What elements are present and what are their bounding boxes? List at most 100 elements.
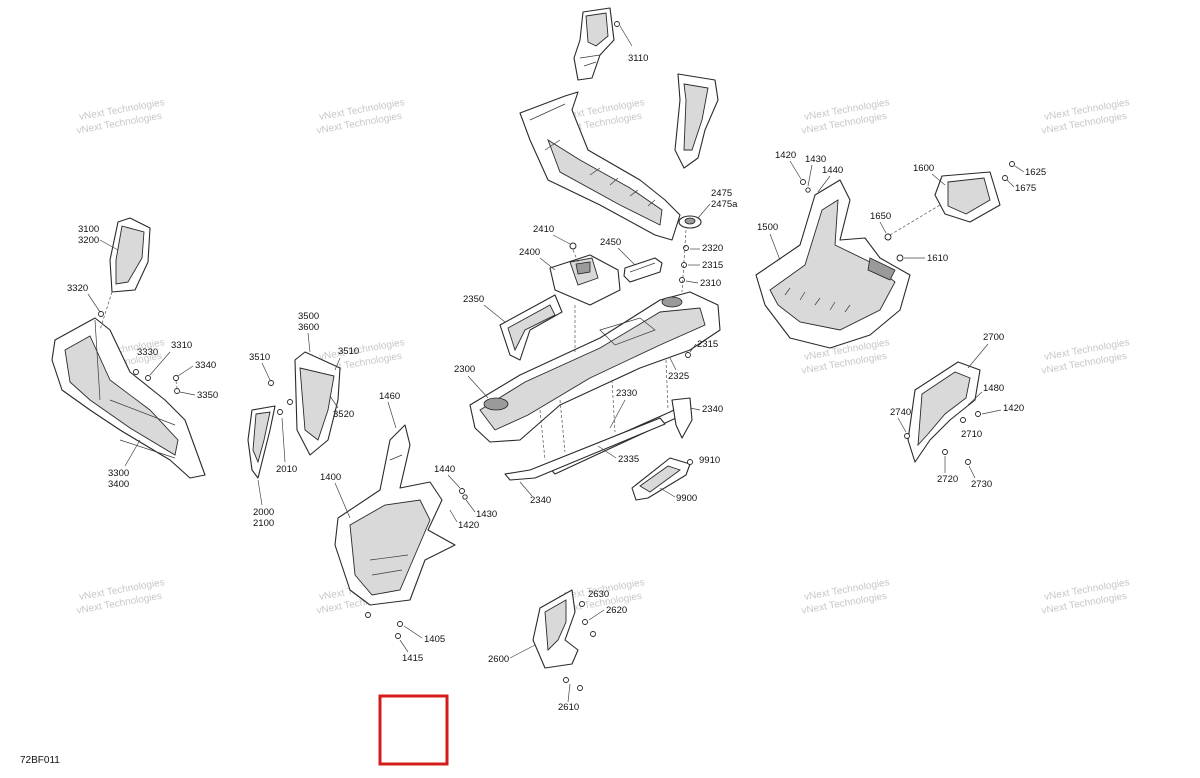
leader-1460 (387, 401, 397, 429)
label-1420c: 1420 (1003, 403, 1024, 414)
label-2330: 2330 (616, 388, 637, 399)
part-upper-center-panel[interactable] (519, 91, 681, 241)
part-tall-side-panel[interactable] (674, 73, 719, 169)
part-3110[interactable] (573, 7, 615, 81)
part-1500[interactable] (755, 179, 911, 349)
leader-2700 (967, 343, 989, 369)
part-2400[interactable] (549, 254, 621, 306)
leader-3510a (261, 362, 271, 381)
screw-3110 (614, 21, 620, 27)
clip-2740 (904, 433, 910, 439)
screw-1440 (459, 488, 465, 494)
label-1420a: 1420 (458, 520, 479, 531)
part-1400[interactable] (334, 424, 456, 606)
label-2100: 2100 (253, 518, 274, 529)
reference-code: 72BF011 (20, 755, 60, 766)
leader-3100 (99, 239, 119, 251)
label-2340a: 2340 (702, 404, 723, 415)
leader-2335 (597, 445, 617, 459)
part-3300[interactable] (51, 317, 206, 479)
label-2315a: 2315 (702, 260, 723, 271)
part-2330[interactable] (504, 397, 693, 481)
leader-1420a (449, 509, 458, 523)
label-1625: 1625 (1025, 167, 1046, 178)
leader-1625 (1014, 165, 1025, 173)
leader-3350 (179, 391, 196, 396)
screw-3510a (268, 380, 274, 386)
part-3100[interactable] (109, 217, 151, 293)
leader-1440 (447, 474, 461, 489)
leader-2475 (697, 203, 711, 219)
assembly-line (889, 204, 941, 236)
leader-3110 (619, 25, 633, 47)
assembly-line (99, 291, 113, 331)
label-9910: 9910 (699, 455, 720, 466)
screw-2320 (683, 245, 689, 251)
screw-2630 (579, 601, 585, 607)
label-2730: 2730 (971, 479, 992, 490)
screw-2610a (563, 677, 569, 683)
leader-3340 (177, 365, 194, 377)
washer-1430b (805, 187, 811, 193)
part-2300[interactable] (469, 291, 721, 443)
label-3310: 3310 (171, 340, 192, 351)
part-3500[interactable] (294, 351, 341, 456)
label-2450: 2450 (600, 237, 621, 248)
label-1610: 1610 (927, 253, 948, 264)
part-1600[interactable] (934, 171, 1001, 223)
leader-3320 (87, 293, 101, 313)
part-2600[interactable] (532, 589, 579, 669)
part-2700[interactable] (907, 361, 981, 463)
part-2450[interactable] (623, 257, 663, 283)
leader-1420b (789, 160, 802, 180)
screw-1675 (1002, 175, 1008, 181)
label-3200: 3200 (78, 235, 99, 246)
label-2340b: 2340 (530, 495, 551, 506)
screw-1420c (975, 411, 981, 417)
leader-2340a (689, 407, 701, 411)
part-2475[interactable] (678, 215, 702, 229)
screw-2315b (685, 352, 691, 358)
label-3350: 3350 (197, 390, 218, 401)
label-3100: 3100 (78, 224, 99, 235)
leader-1415 (399, 639, 409, 653)
label-2630: 2630 (588, 589, 609, 600)
clip-1650 (884, 233, 892, 241)
assembly-line (175, 380, 178, 389)
leader-2300 (467, 375, 489, 399)
screw-2730 (965, 459, 971, 465)
leader-3510b (334, 357, 341, 371)
label-2700: 2700 (983, 332, 1004, 343)
screw-3340 (173, 375, 179, 381)
leader-2325 (669, 357, 677, 371)
leader-2450 (617, 247, 636, 266)
screw-2720 (942, 449, 948, 455)
label-1400: 1400 (320, 472, 341, 483)
leader-1500 (769, 233, 781, 261)
label-2315b: 2315 (697, 339, 718, 350)
leader-2350 (483, 304, 506, 323)
leader-1440b (817, 175, 831, 193)
label-3110: 3110 (628, 53, 648, 64)
part-9900[interactable] (631, 457, 691, 501)
clip-3310 (145, 375, 151, 381)
screw-2620b (590, 631, 596, 637)
screw-2620 (582, 619, 588, 625)
part-2350[interactable] (499, 294, 563, 361)
label-2000: 2000 (253, 507, 274, 518)
leader-2400 (539, 257, 556, 271)
part-2000[interactable] (247, 405, 276, 479)
highlight-box (378, 694, 449, 766)
label-2410: 2410 (533, 224, 554, 235)
label-2300: 2300 (454, 364, 475, 375)
label-1500: 1500 (757, 222, 778, 233)
leader-1420c (981, 409, 1002, 415)
leader-1650 (879, 221, 887, 234)
screw-1625 (1009, 161, 1015, 167)
label-3510b: 3510 (338, 346, 359, 357)
label-3520: 3520 (333, 409, 354, 420)
screw-1420b (800, 179, 806, 185)
label-2010: 2010 (276, 464, 297, 475)
leader-1430 (465, 499, 476, 513)
label-2475a: 2475a (711, 199, 738, 210)
